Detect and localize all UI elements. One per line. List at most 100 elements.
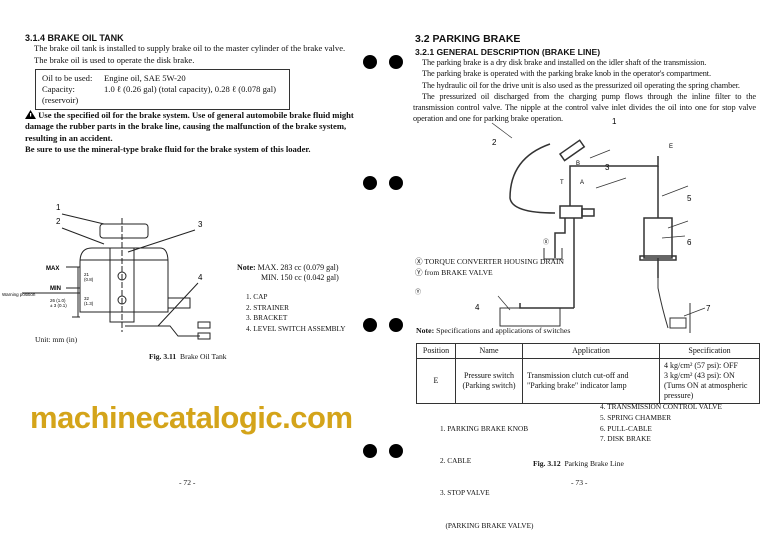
part-item: 2. CABLE (440, 455, 472, 465)
part-item: (PARKING BRAKE VALVE) (440, 520, 534, 530)
legend-y: Ⓨ from BRAKE VALVE (415, 268, 493, 277)
cell-application: Transmission clutch cut-off and"Parking … (522, 358, 660, 404)
part-item: 1. CAP (246, 292, 268, 301)
dim-21-in: (0.8) (84, 277, 94, 282)
callout-1: 1 (56, 203, 61, 212)
binding-hole (363, 176, 377, 190)
brake-oil-tank-diagram: 1 2 3 4 MAX MIN Warning position 21 (0.8… (2, 203, 211, 340)
tank-parts-list: 1. CAP 2. STRAINER 3. BRACKET 4. LEVEL S… (246, 292, 346, 335)
callout-3: 3 (198, 220, 203, 229)
switch-spec-table: Position Name Application Specification … (416, 343, 760, 404)
tank-callouts: 1 2 3 4 (56, 203, 203, 282)
callout-5: 5 (687, 194, 692, 203)
para-line: The brake oil is used to operate the dis… (34, 54, 195, 65)
callout-4: 4 (198, 273, 203, 282)
oil-label: Oil to be used: (42, 73, 93, 83)
callout-3: 3 (605, 163, 610, 172)
warning-block: Use the specified oil for the brake syst… (25, 110, 355, 156)
name-line: Pressure switch (464, 371, 514, 380)
cell-name: Pressure switch(Parking switch) (455, 358, 523, 404)
binding-hole (389, 444, 403, 458)
para-line: The parking brake is a dry disk brake an… (422, 58, 707, 67)
diagram-legend: Ⓧ TORQUE CONVERTER HOUSING DRAIN Ⓨ from … (415, 256, 564, 278)
fig-caption: Fig. 3.11 Brake Oil Tank (149, 351, 227, 363)
switch-note: Note: Specifications and applications of… (416, 325, 570, 337)
col-specification: Specification (659, 343, 760, 359)
callout-7: 7 (706, 304, 711, 313)
page-number: - 72 - (179, 478, 196, 487)
warning-text: Use the specified oil for the brake syst… (25, 110, 354, 143)
para-line: The pressurized oil discharged from the … (413, 91, 756, 124)
port-b: B (576, 161, 580, 167)
table-row: E Pressure switch(Parking switch) Transm… (416, 358, 760, 404)
brake-parts-list-left: 1. PARKING BRAKE KNOB 2. CABLE 3. STOP V… (440, 402, 533, 542)
dim-26: 26 (1.0) (50, 298, 66, 303)
warning-icon (25, 110, 36, 119)
max-label: MAX (46, 266, 59, 272)
fig-title: Parking Brake Line (564, 459, 624, 468)
subsection-heading: 3.2.1 GENERAL DESCRIPTION (BRAKE LINE) (415, 47, 601, 57)
capacity-note: Note: MAX. 283 cc (0.079 gal) MIN. 150 c… (237, 263, 339, 283)
part-item: 6. PULL-CABLE (600, 423, 652, 433)
oil-spec-box: Oil to be used: Engine oil, SAE 5W-20 Cap… (35, 69, 290, 110)
para-line: The hydraulic oil for the drive unit is … (422, 80, 740, 90)
note-text: Specifications and applications of switc… (436, 326, 571, 335)
capacity-label: Capacity: (42, 84, 75, 94)
note-label: Note: (416, 326, 435, 335)
para-line: The parking brake is operated with the p… (422, 69, 711, 79)
fig-number: Fig. 3.11 (149, 352, 177, 361)
callout-2: 2 (56, 217, 61, 226)
binding-hole (389, 176, 403, 190)
callout-6: 6 (687, 238, 692, 247)
part-item: 4. LEVEL SWITCH ASSEMBLY (246, 324, 346, 334)
section-heading: 3.1.4 BRAKE OIL TANK (25, 33, 124, 43)
part-item: 2. STRAINER (246, 302, 289, 312)
warning-text-2: Be sure to use the mineral-type brake fl… (25, 144, 311, 155)
intro-paragraph: The brake oil tank is installed to suppl… (34, 43, 345, 66)
binding-hole (363, 55, 377, 69)
port-a: A (580, 180, 584, 186)
note-max: MAX. 283 cc (0.079 gal) (257, 263, 339, 272)
port-x: Ⓧ (543, 238, 549, 246)
name-line: (Parking switch) (462, 381, 516, 390)
dim-26-tol: ± 3 (0.1) (50, 303, 67, 308)
switch-e: E (669, 144, 673, 150)
part-item: 1. PARKING BRAKE KNOB (440, 423, 529, 433)
binding-hole (363, 444, 377, 458)
part-item: 7. DISK BRAKE (600, 434, 651, 444)
brake-parts-list-right: 4. TRANSMISSION CONTROL VALVE 5. SPRING … (600, 402, 722, 445)
capacity-value: 1.0 ℓ (0.26 gal) (total capacity), 0.28 … (42, 84, 276, 105)
part-item: 3. BRACKET (246, 313, 288, 323)
fig-number: Fig. 3.12 (533, 459, 561, 468)
col-position: Position (416, 343, 456, 359)
legend-x: Ⓧ TORQUE CONVERTER HOUSING DRAIN (415, 257, 565, 266)
parking-brake-line-diagram: 1 2 3 4 5 6 7 B T A E Ⓧ Ⓨ (415, 117, 711, 333)
part-item: 4. TRANSMISSION CONTROL VALVE (600, 402, 722, 411)
binding-hole (389, 318, 403, 332)
part-item: 5. SPRING CHAMBER (600, 412, 672, 422)
watermark: machinecatalogic.com (30, 400, 353, 435)
page-number: - 73 - (571, 478, 588, 487)
description-paragraph: The parking brake is a dry disk brake an… (413, 57, 756, 125)
note-min: MIN. 150 cc (0.042 gal) (261, 273, 339, 282)
callout-1: 1 (612, 117, 617, 126)
spec-line: 4 kg/cm² (57 psi): OFF (664, 361, 738, 370)
port-t: T (560, 180, 564, 186)
note-label: Note: (237, 263, 256, 272)
oil-value: Engine oil, SAE 5W-20 (104, 73, 186, 83)
spec-line: 3 kg/cm² (43 psi): ON (664, 371, 735, 380)
fig-title: Brake Oil Tank (180, 352, 227, 361)
section-heading: 3.2 PARKING BRAKE (415, 33, 521, 45)
para-line: The brake oil tank is installed to suppl… (34, 43, 346, 53)
col-application: Application (522, 343, 660, 359)
part-item: 3. STOP VALVE (440, 488, 490, 498)
dim-32-in: (1.3) (84, 301, 94, 306)
unit-label: Unit: mm (in) (35, 335, 78, 344)
fig-caption: Fig. 3.12 Parking Brake Line (533, 458, 624, 470)
callout-2: 2 (492, 138, 497, 147)
app-line: "Parking brake" indicator lamp (527, 381, 627, 390)
col-name: Name (455, 343, 523, 359)
spec-line: (Turns ON at atmospheric pressure) (664, 381, 748, 400)
dim-32: 32 (84, 296, 90, 301)
